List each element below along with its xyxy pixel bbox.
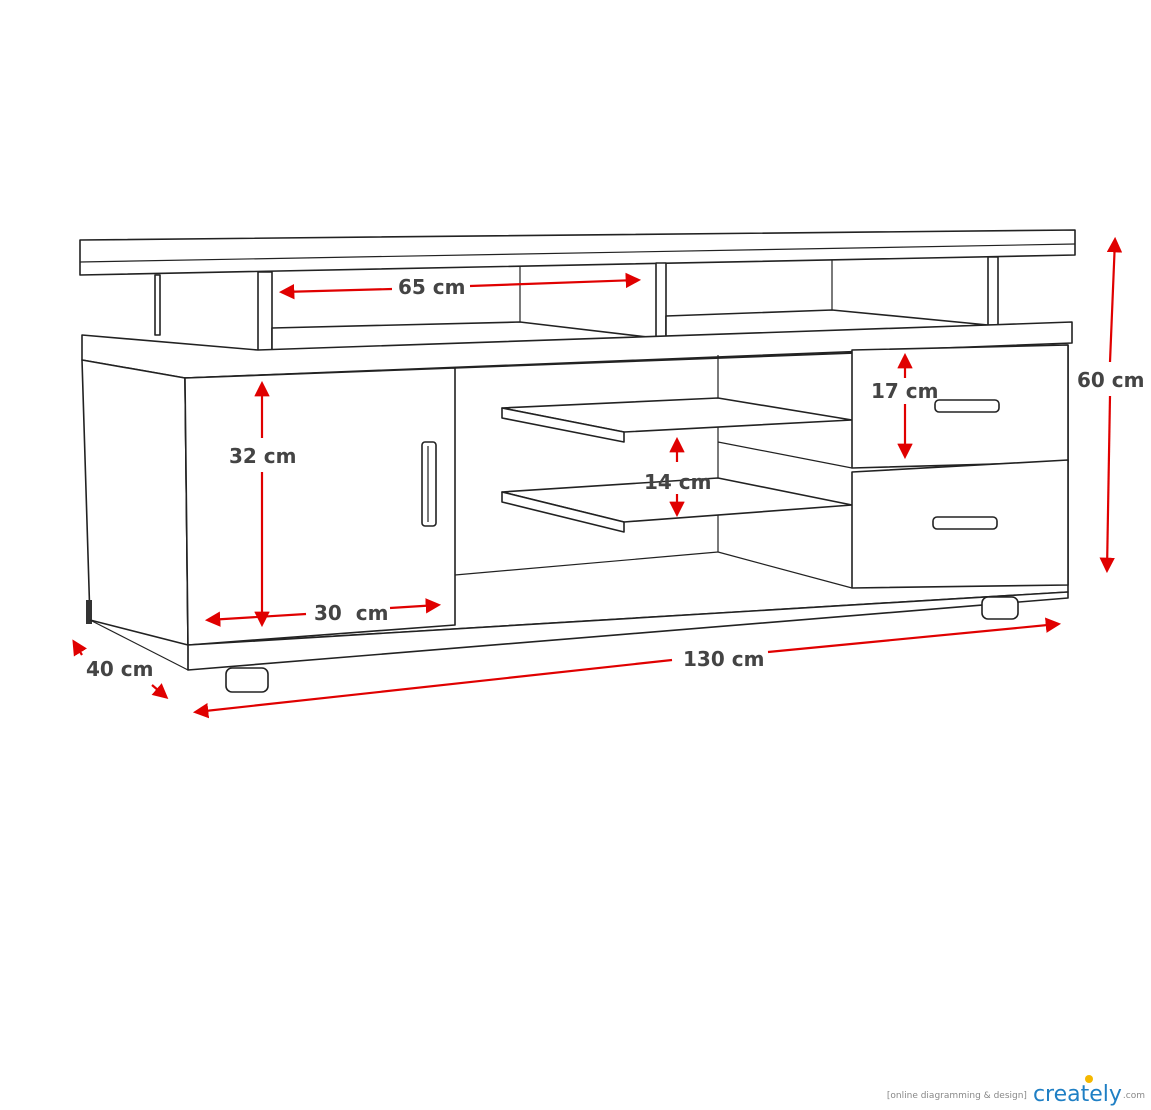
arrow-depth-top xyxy=(72,639,88,657)
label-depth: 40 cm xyxy=(86,657,154,681)
left-door xyxy=(184,367,456,646)
arrow-top-shelf-width-right xyxy=(469,272,642,289)
top-support-left xyxy=(154,274,161,336)
label-top-shelf-width: 65 cm xyxy=(398,275,466,299)
dimension-labels: 65 cm 60 cm 17 cm 32 cm 14 cm 30 cm 40 c… xyxy=(86,275,1145,681)
arrow-total-height-top xyxy=(1106,236,1123,363)
arrow-depth-bottom xyxy=(151,683,169,700)
arrow-door-width-right xyxy=(389,598,442,614)
creately-logo-sun-icon xyxy=(1084,1075,1093,1083)
footer-branding: [online diagramming & design] creately .… xyxy=(886,1075,1145,1107)
arrow-total-width-left xyxy=(192,658,673,719)
rear-vent xyxy=(86,600,92,624)
front-left-foot xyxy=(225,667,269,693)
front-right-foot xyxy=(981,596,1019,620)
arrow-total-width-right xyxy=(767,617,1062,654)
label-total-width: 130 cm xyxy=(683,647,764,671)
lower-shelf-front xyxy=(501,491,625,533)
upper-shelf-front xyxy=(501,407,625,443)
creately-logo-text: creately xyxy=(1032,1082,1122,1107)
cabinet-drawing xyxy=(79,229,1076,693)
drawer-top-handle-icon xyxy=(934,399,1000,413)
arrow-top-shelf-width-left xyxy=(278,283,393,300)
label-shelf-gap: 14 cm xyxy=(644,470,712,494)
label-drawer-height: 17 cm xyxy=(871,379,939,403)
top-support-left-inner xyxy=(257,271,273,353)
door-handle-icon xyxy=(421,441,437,527)
arrow-total-height-bottom xyxy=(1099,395,1115,574)
drawer-bottom-handle-icon xyxy=(932,516,998,530)
dimension-arrows xyxy=(72,236,1123,719)
label-total-height: 60 cm xyxy=(1077,368,1145,392)
footer-tagline: [online diagramming & design] xyxy=(886,1091,1027,1101)
top-support-middle xyxy=(655,262,667,341)
label-door-width: 30 cm xyxy=(314,601,388,625)
left-side-panel xyxy=(81,359,189,646)
creately-logo-tld: .com xyxy=(1122,1091,1145,1101)
label-door-height: 32 cm xyxy=(229,444,297,468)
creately-logo[interactable]: creately xyxy=(1032,1075,1122,1107)
arrow-door-width-left xyxy=(204,611,307,627)
top-support-right xyxy=(987,256,999,326)
